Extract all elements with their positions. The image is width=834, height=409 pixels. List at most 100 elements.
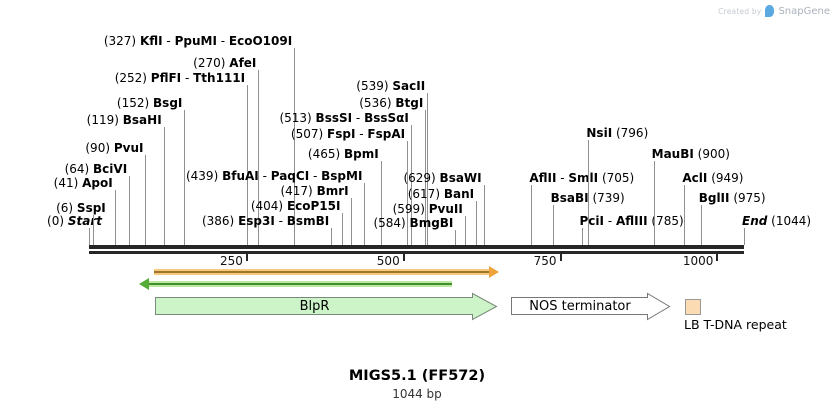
enzyme-site-label-6[interactable]: (6) SspI xyxy=(56,202,106,215)
enzyme-name: KflI xyxy=(139,34,163,48)
reverse-annotation-arrow-core xyxy=(149,283,452,285)
site-name-separator: - xyxy=(604,214,616,228)
site-position: (327) xyxy=(103,34,137,48)
enzyme-site-label-785[interactable]: PciI - AflIII (785) xyxy=(580,215,684,228)
ruler-tick-250 xyxy=(246,253,248,261)
feature-nos-terminator[interactable] xyxy=(510,292,672,322)
enzyme-site-label-949[interactable]: AclI (949) xyxy=(682,172,743,185)
enzyme-site-line-0 xyxy=(89,228,90,245)
enzyme-site-label-584[interactable]: (584) BmgBI xyxy=(373,217,453,230)
site-position: (64) xyxy=(64,162,90,176)
enzyme-site-label-975[interactable]: BglII (975) xyxy=(699,192,766,205)
enzyme-site-label-617[interactable]: (617) BanI xyxy=(408,188,474,201)
site-position: (465) xyxy=(307,147,341,161)
site-position: (90) xyxy=(85,141,111,155)
enzyme-name: BmrI xyxy=(316,184,349,198)
site-position: (536) xyxy=(359,96,392,110)
enzyme-site-line-739 xyxy=(553,205,554,245)
site-position: (386) xyxy=(201,214,235,228)
enzyme-site-label-252[interactable]: (252) PflFI - Tth111I xyxy=(115,72,245,85)
enzyme-site-label-599[interactable]: (599) PvuII xyxy=(393,203,463,216)
enzyme-name: SspI xyxy=(76,201,106,215)
site-name-separator: - xyxy=(355,127,368,141)
enzyme-site-label-705[interactable]: AflII - SmlI (705) xyxy=(529,172,634,185)
feature-lb-tdna-repeat-label: LB T-DNA repeat xyxy=(684,317,787,332)
sequence-length: 1044 bp xyxy=(392,387,442,401)
enzyme-site-line-465 xyxy=(381,161,382,245)
site-name-separator: - xyxy=(352,111,365,125)
enzyme-site-label-507[interactable]: (507) FspI - FspAI xyxy=(291,128,405,141)
enzyme-site-label-900[interactable]: MauBI (900) xyxy=(652,148,730,161)
site-name-separator: - xyxy=(181,71,194,85)
snapgene-logo-icon xyxy=(765,5,775,17)
feature-blpr[interactable] xyxy=(154,292,499,322)
site-position: (796) xyxy=(615,126,649,140)
enzyme-name: BfuAI xyxy=(222,169,259,183)
enzyme-name: Start xyxy=(67,214,102,228)
enzyme-name: NsiI xyxy=(586,126,613,140)
site-position: (252) xyxy=(114,71,147,85)
site-position: (513) xyxy=(279,111,312,125)
site-position: (584) xyxy=(373,216,406,230)
site-position: (617) xyxy=(407,187,441,201)
enzyme-name: FspAI xyxy=(367,127,406,141)
enzyme-site-label-119[interactable]: (119) BsaHI xyxy=(87,114,162,127)
forward-annotation-arrow-head xyxy=(489,266,499,278)
enzyme-site-label-41[interactable]: (41) ApoI xyxy=(54,177,113,190)
enzyme-site-line-41 xyxy=(115,190,116,245)
feature-lb-tdna-repeat[interactable] xyxy=(685,299,701,315)
enzyme-site-label-64[interactable]: (64) BciVI xyxy=(65,163,128,176)
enzyme-site-line-327 xyxy=(294,48,295,245)
site-position: (975) xyxy=(733,191,766,205)
enzyme-name: AflII xyxy=(529,171,557,185)
enzyme-site-label-439[interactable]: (439) BfuAI - PaqCI - BspMI xyxy=(186,170,362,183)
enzyme-site-label-417[interactable]: (417) BmrI xyxy=(280,185,348,198)
feature-blpr-shape xyxy=(155,292,498,321)
enzyme-site-label-404[interactable]: (404) EcoP15I xyxy=(251,200,341,213)
enzyme-site-label-796[interactable]: NsiI (796) xyxy=(586,127,648,140)
enzyme-name: BpmI xyxy=(344,147,379,161)
site-position: (949) xyxy=(711,171,744,185)
enzyme-name: BssSαI xyxy=(364,111,409,125)
enzyme-site-label-513[interactable]: (513) BssSI - BssSαI xyxy=(279,112,408,125)
site-position: (900) xyxy=(697,147,730,161)
enzyme-site-line-417 xyxy=(351,198,352,245)
enzyme-name: AfeI xyxy=(229,56,257,70)
site-position: (507) xyxy=(290,127,324,141)
site-position: (6) xyxy=(56,201,74,215)
site-position: (705) xyxy=(601,171,635,185)
enzyme-name: BtgI xyxy=(395,96,424,110)
enzyme-site-line-599 xyxy=(465,216,466,245)
enzyme-site-label-739[interactable]: BsaBI (739) xyxy=(551,192,625,205)
reverse-annotation-arrow[interactable] xyxy=(149,281,452,287)
enzyme-name: PciI xyxy=(579,214,605,228)
enzyme-site-line-152 xyxy=(184,110,185,245)
ruler-tick-label: 500 xyxy=(376,254,400,268)
site-name-separator: - xyxy=(274,214,287,228)
enzyme-site-label-152[interactable]: (152) BsgI xyxy=(117,97,182,110)
enzyme-name: End xyxy=(742,214,768,228)
site-position: (152) xyxy=(116,96,150,110)
site-position: (599) xyxy=(392,202,425,216)
enzyme-name: Esp3I xyxy=(238,214,275,228)
enzyme-name: FspI xyxy=(327,127,356,141)
enzyme-site-label-539[interactable]: (539) SacII xyxy=(356,80,425,93)
enzyme-site-label-1044[interactable]: End (1044) xyxy=(742,215,811,228)
enzyme-site-label-270[interactable]: (270) AfeI xyxy=(193,57,256,70)
enzyme-name: BglII xyxy=(698,191,730,205)
site-name-separator: - xyxy=(162,34,175,48)
site-position: (0) xyxy=(47,214,65,228)
enzyme-site-line-439 xyxy=(364,183,365,245)
site-name-separator: - xyxy=(216,34,229,48)
enzyme-name: AflIII xyxy=(615,214,648,228)
enzyme-site-label-629[interactable]: (629) BsaWI xyxy=(403,172,481,185)
site-name-separator: - xyxy=(309,169,322,183)
forward-annotation-arrow[interactable] xyxy=(154,269,489,275)
ruler-tick-label: 250 xyxy=(219,254,243,268)
enzyme-site-label-536[interactable]: (536) BtgI xyxy=(359,97,423,110)
enzyme-site-label-465[interactable]: (465) BpmI xyxy=(308,148,379,161)
enzyme-site-line-949 xyxy=(684,185,685,245)
enzyme-site-label-327[interactable]: (327) KflI - PpuMI - EcoO109I xyxy=(104,35,292,48)
enzyme-site-label-90[interactable]: (90) PvuI xyxy=(85,142,143,155)
enzyme-site-label-386[interactable]: (386) Esp3I - BsmBI xyxy=(202,215,329,228)
